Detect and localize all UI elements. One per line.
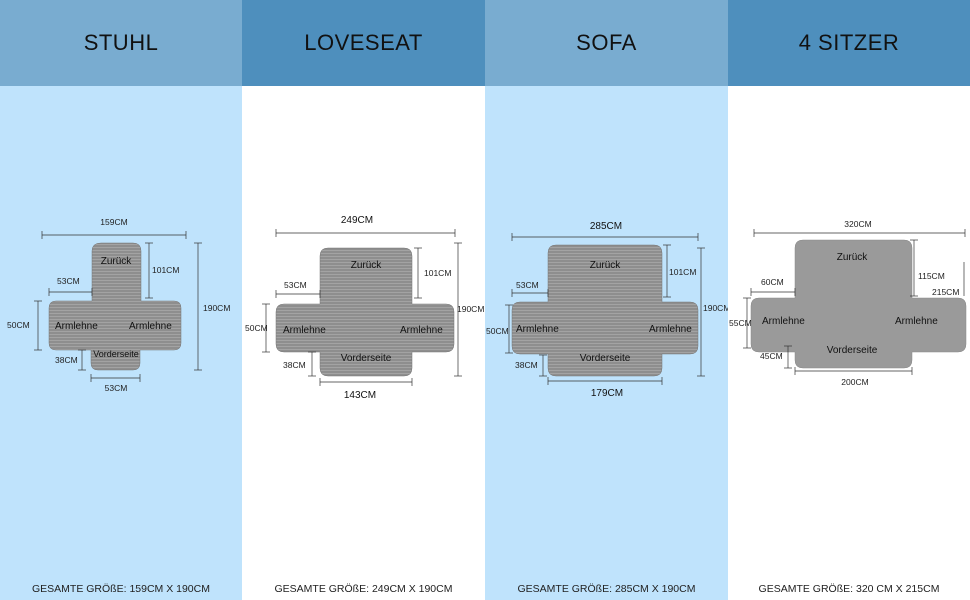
- part-front: Vorderseite: [827, 345, 878, 356]
- column-title: LOVESEAT: [304, 30, 423, 55]
- total-size-label: GESAMTE GRÖßE:: [758, 583, 854, 595]
- dim-front-height: 45CM: [760, 351, 783, 361]
- cover-shape: [511, 244, 699, 377]
- column-body: 320CM 115CM 215CM 60CM 55CM 45CM 200CM Z…: [728, 86, 970, 600]
- column-title: SOFA: [576, 30, 637, 55]
- column-title: 4 SITZER: [798, 30, 900, 55]
- column-stuhl: STUHL 159CM 101CM 190CM: [0, 0, 242, 600]
- dim-back-height: 101CM: [669, 267, 696, 277]
- column-loveseat: LOVESEAT 249CM 101CM 190CM: [242, 0, 485, 600]
- column-body: 159CM 101CM 190CM 53CM 50CM 38CM 53CM Zu…: [0, 86, 242, 600]
- cover-diagram: 249CM 101CM 190CM 53CM 50CM 38CM 143CM Z…: [245, 215, 484, 401]
- dim-back-height: 101CM: [424, 268, 451, 278]
- dim-bottom: 200CM: [841, 377, 868, 387]
- dim-back-height: 115CM: [918, 271, 945, 281]
- part-arm-left: Armlehne: [283, 325, 326, 336]
- column-header: 4 SITZER: [728, 0, 970, 86]
- part-front: Vorderseite: [580, 353, 631, 364]
- dim-total-height: 190CM: [457, 304, 484, 314]
- dim-top: 320CM: [844, 219, 871, 229]
- total-size: GESAMTE GRÖßE: 320 CM X 215CM: [728, 583, 970, 595]
- part-back: Zurück: [590, 260, 622, 271]
- dim-back-offset: 53CM: [57, 276, 80, 286]
- part-back: Zurück: [837, 252, 869, 263]
- dim-back-height: 101CM: [152, 265, 179, 275]
- dim-bottom: 179CM: [591, 388, 623, 399]
- column-sofa: SOFA 285CM 101CM 190CM 53CM: [485, 0, 728, 600]
- dim-front-height: 38CM: [283, 360, 306, 370]
- dim-bottom: 143CM: [344, 390, 376, 401]
- dim-top: 249CM: [341, 215, 373, 226]
- column-4-sitzer: 4 SITZER 320CM 115CM 215CM 60CM 55CM 45C…: [728, 0, 970, 600]
- dim-top: 159CM: [100, 217, 127, 227]
- part-arm-right: Armlehne: [129, 321, 172, 332]
- dim-bottom: 53CM: [105, 383, 128, 393]
- total-size: GESAMTE GRÖßE: 249CM X 190CM: [242, 583, 485, 595]
- column-header: LOVESEAT: [242, 0, 485, 86]
- dim-front-height: 38CM: [515, 360, 538, 370]
- column-body: 285CM 101CM 190CM 53CM 50CM 38CM 179CM Z…: [485, 86, 728, 600]
- total-size-label: GESAMTE GRÖßE:: [274, 583, 370, 595]
- total-size-label: GESAMTE GRÖßE:: [517, 583, 613, 595]
- column-header: SOFA: [485, 0, 728, 86]
- part-back: Zurück: [101, 256, 133, 267]
- column-body: 249CM 101CM 190CM 53CM 50CM 38CM 143CM Z…: [242, 86, 485, 600]
- dim-arm-height: 50CM: [245, 323, 268, 333]
- dim-front-height: 38CM: [55, 355, 78, 365]
- total-size-value: 159CM X 190CM: [129, 583, 210, 595]
- cover-shape: [48, 242, 182, 371]
- total-size-value: 249CM X 190CM: [371, 583, 453, 595]
- total-size: GESAMTE GRÖßE: 285CM X 190CM: [485, 583, 728, 595]
- dim-total-height: 190CM: [203, 303, 230, 313]
- total-size: GESAMTE GRÖßE: 159CM X 190CM: [0, 583, 242, 595]
- dim-total-height: 215CM: [932, 287, 959, 297]
- dim-total-height: 190CM: [703, 303, 728, 313]
- dim-back-offset: 60CM: [761, 277, 784, 287]
- dim-back-offset: 53CM: [516, 280, 539, 290]
- cover-shape: [750, 239, 967, 369]
- part-back: Zurück: [351, 260, 383, 271]
- total-size-value: 320 CM X 215CM: [855, 583, 940, 595]
- dim-top: 285CM: [590, 221, 622, 232]
- column-header: STUHL: [0, 0, 242, 86]
- part-front: Vorderseite: [93, 349, 139, 359]
- total-size-value: 285CM X 190CM: [614, 583, 696, 595]
- dim-arm-height: 55CM: [729, 318, 752, 328]
- cover-shape: [275, 247, 455, 377]
- part-arm-right: Armlehne: [400, 325, 443, 336]
- part-arm-left: Armlehne: [516, 324, 559, 335]
- part-arm-right: Armlehne: [649, 324, 692, 335]
- part-front: Vorderseite: [341, 353, 392, 364]
- cover-diagram: 159CM 101CM 190CM 53CM 50CM 38CM 53CM Zu…: [7, 217, 230, 393]
- cover-diagram: 285CM 101CM 190CM 53CM 50CM 38CM 179CM Z…: [486, 221, 728, 399]
- dim-arm-height: 50CM: [486, 326, 509, 336]
- cover-diagram: 320CM 115CM 215CM 60CM 55CM 45CM 200CM Z…: [729, 219, 967, 387]
- part-arm-right: Armlehne: [895, 316, 938, 327]
- part-arm-left: Armlehne: [762, 316, 805, 327]
- total-size-label: GESAMTE GRÖßE:: [32, 583, 127, 595]
- part-arm-left: Armlehne: [55, 321, 98, 332]
- dim-arm-height: 50CM: [7, 320, 30, 330]
- column-title: STUHL: [83, 30, 159, 55]
- dim-back-offset: 53CM: [284, 280, 307, 290]
